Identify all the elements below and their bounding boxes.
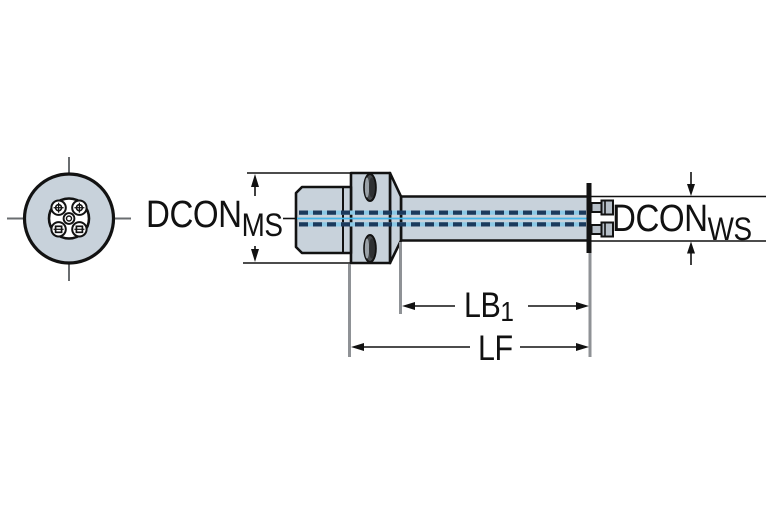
dimension-lb1 [402, 302, 589, 310]
label-dcon-ws-subscript: WS [707, 211, 752, 247]
clamp-screw-top [590, 199, 614, 216]
flange-slot-bottom [363, 234, 377, 263]
clamp-screw-bottom [590, 221, 614, 238]
dimension-dcon-ms [243, 172, 352, 264]
dimension-lf [351, 343, 589, 351]
label-lf: LF [478, 331, 513, 366]
end-view [7, 157, 131, 281]
end-view-coupling-pattern [50, 199, 88, 238]
label-lb1-subscript: 1 [500, 296, 514, 327]
label-lb1-main: LB [464, 286, 501, 325]
dimension-dcon-ws [588, 172, 766, 265]
coupling-shank [294, 185, 353, 255]
label-dcon-ws-main: DCON [612, 198, 708, 240]
centerline-band [297, 210, 587, 227]
label-dcon-ms-main: DCON [146, 194, 242, 236]
flange-slot-top [363, 173, 377, 202]
shaft-end-face [586, 183, 592, 253]
label-dcon-ms-subscript: MS [241, 207, 283, 243]
label-lf-main: LF [478, 329, 513, 368]
side-view [283, 171, 614, 265]
